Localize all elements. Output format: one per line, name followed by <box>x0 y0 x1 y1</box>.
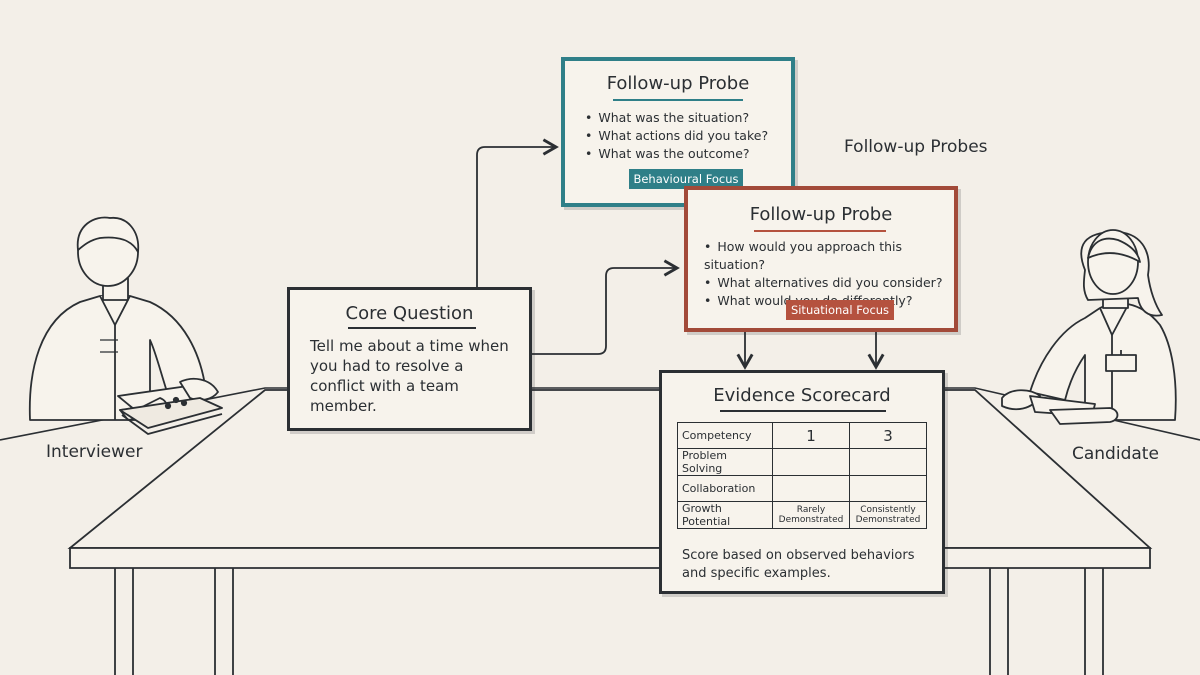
table-row: Collaboration <box>677 475 927 502</box>
table-row: Problem Solving <box>677 448 927 476</box>
table-cell <box>849 448 927 476</box>
scorecard-table: Competency 1 3 Problem Solving Collabora… <box>677 422 927 529</box>
table-row: Competency 1 3 <box>677 422 927 449</box>
behavioural-probe-underline <box>613 99 743 101</box>
behavioural-focus-badge: Behavioural Focus <box>629 169 743 189</box>
behavioural-probe-title: Follow-up Probe <box>606 73 750 94</box>
room-lines <box>0 387 1200 441</box>
scorecard-underline <box>720 410 886 412</box>
table-cell: 3 <box>849 422 927 449</box>
list-item: What actions did you take? <box>585 127 768 145</box>
core-question-card: Core Question Tell me about a time when … <box>287 287 532 431</box>
table-cell: Growth Potential <box>677 501 773 529</box>
connector-arrows <box>476 138 885 370</box>
table-cell: Rarely Demonstrated <box>772 501 850 529</box>
situational-probe-card: Follow-up Probe How would you approach t… <box>684 186 958 332</box>
list-item: How would you approach this situation? <box>704 238 954 274</box>
table-cell: Problem Solving <box>677 448 773 476</box>
table-cell <box>772 448 850 476</box>
core-question-text: Tell me about a time when you had to res… <box>310 337 509 415</box>
candidate-label: Candidate <box>1072 444 1159 464</box>
situational-focus-badge: Situational Focus <box>786 300 894 320</box>
follow-up-probes-label: Follow-up Probes <box>844 137 988 157</box>
arrow-core-to-behavioural <box>476 138 559 288</box>
scorecard-note: Score based on observed behaviors and sp… <box>682 548 915 581</box>
table-cell <box>849 475 927 502</box>
table-row: Growth Potential Rarely Demonstrated Con… <box>677 501 927 529</box>
situational-probe-underline <box>754 230 886 232</box>
interviewer-label: Interviewer <box>46 442 143 462</box>
list-item: What was the situation? <box>585 109 768 127</box>
arrow-core-to-situational <box>530 259 680 355</box>
table-cell <box>772 475 850 502</box>
list-item: What was the outcome? <box>585 145 768 163</box>
evidence-scorecard-card: Evidence Scorecard Competency 1 3 Proble… <box>659 370 945 594</box>
scorecard-title: Evidence Scorecard <box>713 385 891 406</box>
table-cell: Collaboration <box>677 475 773 502</box>
table-cell: Consistently Demonstrated <box>849 501 927 529</box>
core-question-underline <box>348 327 476 329</box>
list-item: What alternatives did you consider? <box>704 274 954 292</box>
table-illustration <box>67 389 1153 675</box>
table-cell: Competency <box>677 422 773 449</box>
core-question-title: Core Question <box>345 303 474 324</box>
interviewer-figure <box>28 216 223 435</box>
table-cell: 1 <box>772 422 850 449</box>
behavioural-probe-card: Follow-up Probe What was the situation? … <box>561 57 795 207</box>
behavioural-probe-list: What was the situation? What actions did… <box>585 109 768 163</box>
situational-probe-title: Follow-up Probe <box>749 204 893 225</box>
candidate-figure <box>1001 229 1177 425</box>
